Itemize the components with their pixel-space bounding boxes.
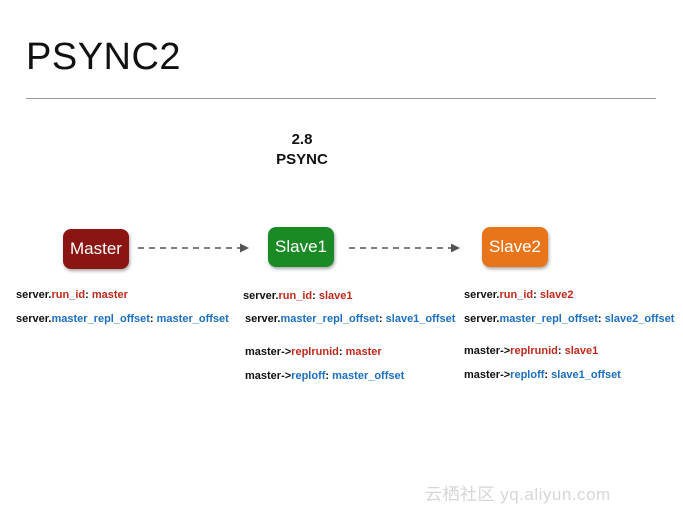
watermark: 云栖社区 yq.aliyun.com (425, 485, 611, 504)
slave1-repl-offset: server.master_repl_offset: slave1_offset (245, 313, 456, 325)
slave1-run-id: server.run_id: slave1 (243, 290, 353, 302)
master-repl-offset: server.master_repl_offset: master_offset (16, 313, 229, 325)
slave2-run-id: server.run_id: slave2 (464, 289, 574, 301)
slave1-replrunid: master->replrunid: master (245, 346, 382, 358)
version-number: 2.8 (291, 131, 313, 148)
slave1-reploff: master->reploff: master_offset (245, 370, 405, 382)
master-to-slave1-arrow (138, 243, 249, 253)
master-run-id: server.run_id: master (16, 289, 128, 301)
version-label: 2.8 PSYNC (252, 130, 352, 170)
master-node: Master (63, 229, 129, 269)
title-divider (26, 98, 656, 99)
slave2-repl-offset: server.master_repl_offset: slave2_offset (464, 313, 675, 325)
slave2-replrunid: master->replrunid: slave1 (464, 345, 599, 357)
page-title: PSYNC2 (26, 36, 182, 78)
slave2-node: Slave2 (482, 227, 548, 267)
version-feature: PSYNC (276, 151, 328, 168)
slave1-to-slave2-arrow (349, 243, 460, 253)
slave2-reploff: master->reploff: slave1_offset (464, 369, 621, 381)
slave1-node: Slave1 (268, 227, 334, 267)
